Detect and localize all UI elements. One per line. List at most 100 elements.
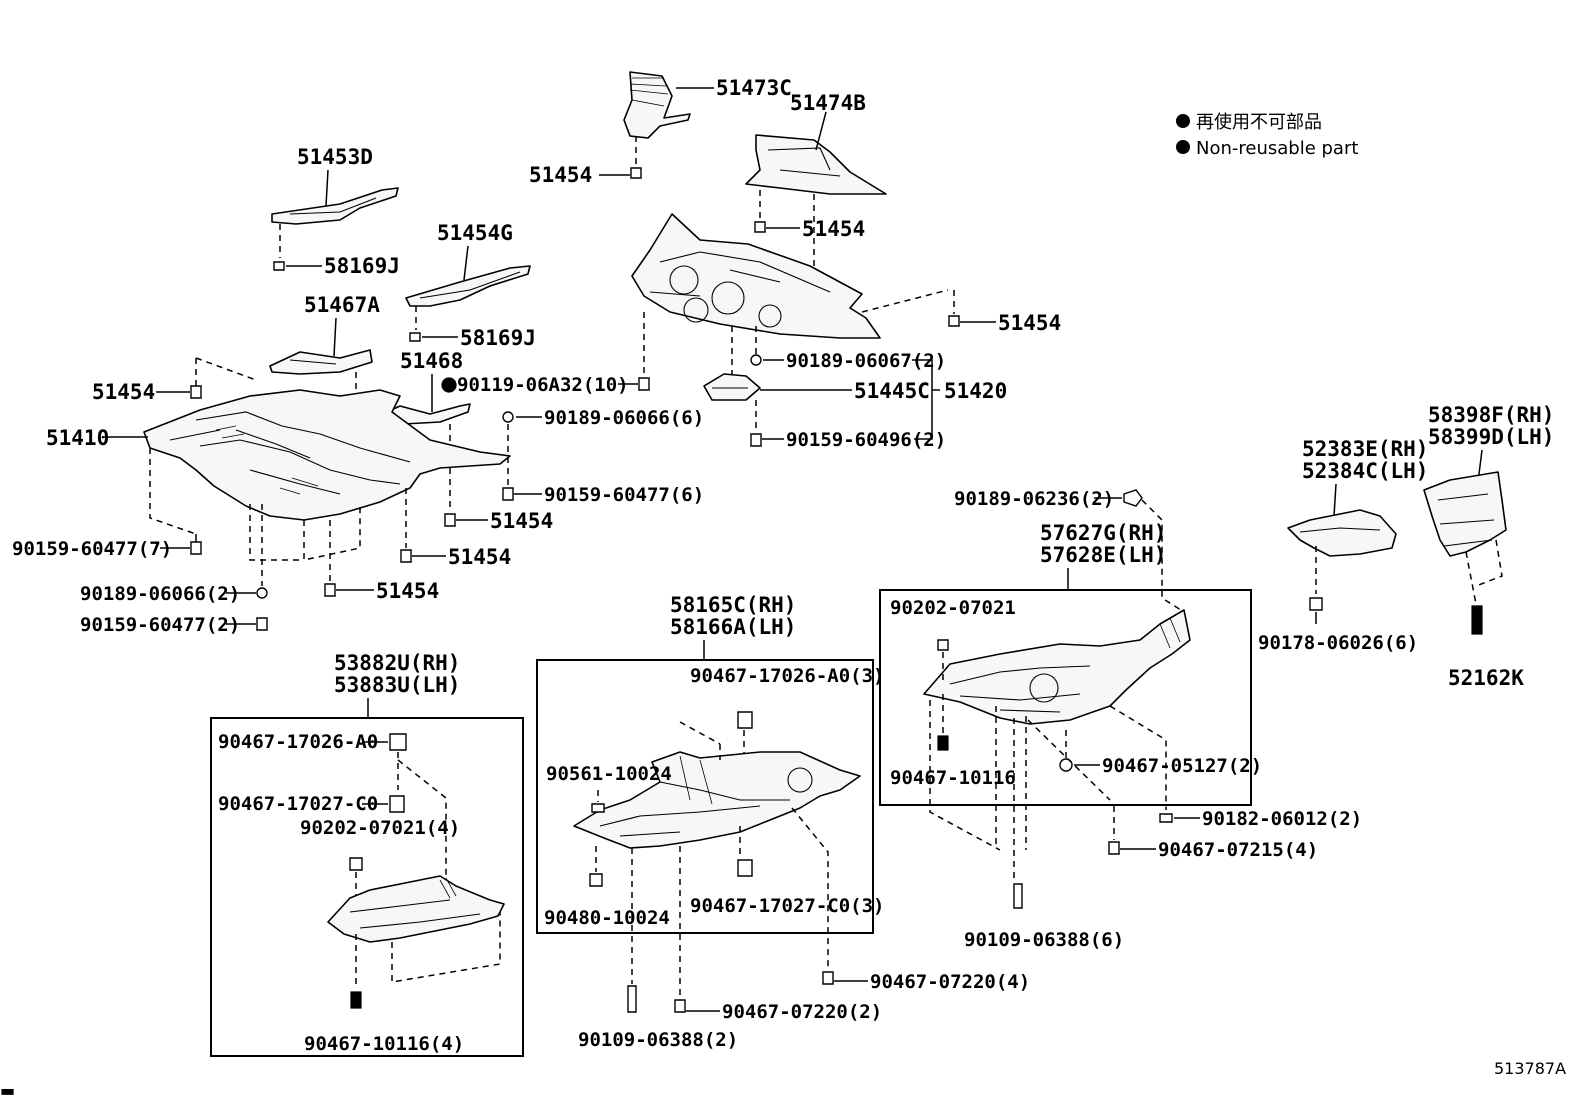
bolt-90119[interactable]: 90119-06A32(10) xyxy=(441,374,650,396)
bolt-90189-06066-6[interactable]: 90189-06066(6) xyxy=(502,407,704,429)
part-51467A[interactable]: 51467A xyxy=(269,293,380,375)
bolt-90467-05127[interactable]: 90467-05127(2) xyxy=(1059,730,1262,777)
part-label-p58166a: 58166A(LH) xyxy=(670,615,796,639)
bolt-51454-f[interactable]: 51454 xyxy=(400,545,511,569)
part-label-p90467-17027-c0: 90467-17027-C0 xyxy=(218,793,378,815)
bolt-51454-d[interactable]: 51454 xyxy=(92,380,202,404)
group-box-58165C xyxy=(536,659,874,934)
clip-58169J-a[interactable]: 58169J xyxy=(273,254,400,278)
part-label-p90467-17027-c0-3: 90467-17027-C0(3) xyxy=(690,895,884,917)
part-51420[interactable] xyxy=(631,213,949,339)
clip-90178-06026[interactable]: 90178-06026(6) xyxy=(1258,597,1418,654)
part-label-p90202-07021-r: 90202-07021 xyxy=(890,597,1016,619)
bolt-90109-06388-2[interactable]: 90109-06388(2) xyxy=(578,985,738,1051)
part-label-p52383e: 52383E(RH) xyxy=(1302,437,1428,461)
part-label-p51454-g: 51454 xyxy=(376,579,439,603)
part-label-p51454-f: 51454 xyxy=(448,545,511,569)
part-label-p51454-c: 51454 xyxy=(998,311,1061,335)
part-57627G[interactable] xyxy=(923,609,1191,725)
part-label-p90189-06067-2: 90189-06067(2) xyxy=(786,350,946,372)
part-label-p90159-60477-7: 90159-60477(7) xyxy=(12,538,172,560)
group-box-53882U xyxy=(210,717,524,1057)
part-label-p90178-06026: 90178-06026(6) xyxy=(1258,632,1418,654)
clip-90202-07021-r[interactable]: 90202-07021 xyxy=(890,597,1016,680)
clip-90467-17027-C0[interactable]: 90467-17027-C0 xyxy=(218,793,405,815)
group-box-57627G xyxy=(879,589,1252,806)
clip-90467-17026-A0-3[interactable]: 90467-17026-A0(3) xyxy=(690,665,884,756)
bolt-51454-b[interactable]: 51454 xyxy=(754,217,865,241)
bolt-90159-60496[interactable]: 90159-60496(2) xyxy=(750,429,946,451)
clip-90561-10024[interactable]: 90561-10024 xyxy=(546,763,672,813)
bolt-51454-g[interactable]: 51454 xyxy=(324,579,439,603)
part-label-p90189-06066-2: 90189-06066(2) xyxy=(80,583,240,605)
bracket-51420: 51420 xyxy=(912,359,1007,440)
part-label-p90159-60477-2: 90159-60477(2) xyxy=(80,614,240,636)
part-51445C[interactable]: 51445C xyxy=(703,326,930,403)
part-label-p58169j-a: 58169J xyxy=(324,254,400,278)
clip-90467-17027-C0-3[interactable]: 90467-17027-C0(3) xyxy=(690,859,884,917)
part-58165C-label: 58165C(RH) 58166A(LH) xyxy=(670,593,796,660)
part-label-p57627g: 57627G(RH) xyxy=(1040,521,1166,545)
part-52383E[interactable]: 52383E(RH) 52384C(LH) xyxy=(1287,437,1428,557)
part-label-p51454-e: 51454 xyxy=(490,509,553,533)
bolt-51454-c[interactable]: 51454 xyxy=(948,290,1061,335)
bolt-90467-07215[interactable]: 90467-07215(4) xyxy=(1108,806,1318,861)
part-label-p90109-06388-2: 90109-06388(2) xyxy=(578,1029,738,1051)
bolt-90467-10116-4[interactable]: 90467-10116(4) xyxy=(304,991,464,1055)
illustration-id: 513787A xyxy=(1494,1059,1566,1078)
part-label-p58169j-b: 58169J xyxy=(460,326,536,350)
bolt-90159-60477-2[interactable]: 90159-60477(2) xyxy=(80,614,268,636)
clip-90202-07021-4[interactable]: 90202-07021(4) xyxy=(300,817,460,906)
part-label-p90467-07220-2: 90467-07220(2) xyxy=(722,1001,882,1023)
part-51410[interactable]: 51410 xyxy=(46,389,511,521)
part-label-p51473c: 51473C xyxy=(716,76,792,100)
bolt-90467-07220-4[interactable]: 90467-07220(4) xyxy=(822,971,1030,993)
legend-japanese: 再使用不可部品 xyxy=(1196,112,1322,133)
legend-english: Non-reusable part xyxy=(1196,138,1358,159)
part-label-p58398f: 58398F(RH) xyxy=(1428,403,1554,427)
part-label-p90467-10116-4: 90467-10116(4) xyxy=(304,1033,464,1055)
clip-90189-06236[interactable]: 90189-06236(2) xyxy=(954,488,1143,510)
part-label-p90189-06236-2: 90189-06236(2) xyxy=(954,488,1114,510)
clip-58169J-b[interactable]: 58169J xyxy=(409,326,536,350)
part-label-p90189-06066-6: 90189-06066(6) xyxy=(544,407,704,429)
part-label-p90480-10024: 90480-10024 xyxy=(544,907,670,929)
bolt-90109-06388-6[interactable]: 90109-06388(6) xyxy=(964,883,1124,951)
part-label-p90159-60496-2: 90159-60496(2) xyxy=(786,429,946,451)
clip-90467-17026-A0[interactable]: 90467-17026-A0 xyxy=(218,731,407,790)
dashed-box-51410 xyxy=(149,357,361,561)
part-label-p52384c: 52384C(LH) xyxy=(1302,459,1428,483)
clip-52162K[interactable]: 52162K xyxy=(1448,605,1524,690)
bolt-90159-60477-7[interactable]: 90159-60477(7) xyxy=(12,538,202,560)
part-label-p90467-05127: 90467-05127(2) xyxy=(1102,755,1262,777)
part-51474B[interactable]: 51474B xyxy=(745,91,887,195)
part-label-p58165c: 58165C(RH) xyxy=(670,593,796,617)
part-label-p51420: 51420 xyxy=(944,379,1007,403)
part-53882U-label: 53882U(RH) 53883U(LH) xyxy=(334,651,460,718)
part-label-p51468: 51468 xyxy=(400,349,463,373)
bolt-90189-06067[interactable]: 90189-06067(2) xyxy=(750,326,946,372)
part-label-p58399d: 58399D(LH) xyxy=(1428,425,1554,449)
bolt-90159-60477-6[interactable]: 90159-60477(6) xyxy=(502,484,704,506)
bolt-51454-e[interactable]: 51454 xyxy=(444,509,553,533)
bolt-51454-a[interactable]: 51454 xyxy=(529,163,642,187)
corner-mark: ▬ xyxy=(0,1081,15,1099)
part-label-p51474b: 51474B xyxy=(790,91,866,115)
bolt-90467-07220-2[interactable]: 90467-07220(2) xyxy=(674,999,882,1023)
part-label-p90119: 90119-06A32(10) xyxy=(457,374,629,396)
bolt-90189-06066-2[interactable]: 90189-06066(2) xyxy=(80,583,268,605)
bolt-90182-06012[interactable]: 90182-06012(2) xyxy=(1159,808,1362,830)
part-51454G[interactable]: 51454G xyxy=(405,221,531,307)
part-label-p57628e: 57628E(LH) xyxy=(1040,543,1166,567)
clip-90480-10024[interactable]: 90480-10024 xyxy=(544,846,670,929)
part-51473C[interactable]: 51473C xyxy=(623,71,792,139)
bolt-90467-10116-r[interactable]: 90467-10116 xyxy=(890,694,1016,789)
part-label-p90109-06388-6: 90109-06388(6) xyxy=(964,929,1124,951)
part-51453D[interactable]: 51453D xyxy=(271,145,399,225)
part-label-p51454-b: 51454 xyxy=(802,217,865,241)
part-58398F[interactable]: 58398F(RH) 58399D(LH) xyxy=(1423,403,1554,557)
part-53882U[interactable] xyxy=(327,875,505,943)
part-58165C[interactable] xyxy=(573,751,861,849)
part-label-p90467-07215: 90467-07215(4) xyxy=(1158,839,1318,861)
